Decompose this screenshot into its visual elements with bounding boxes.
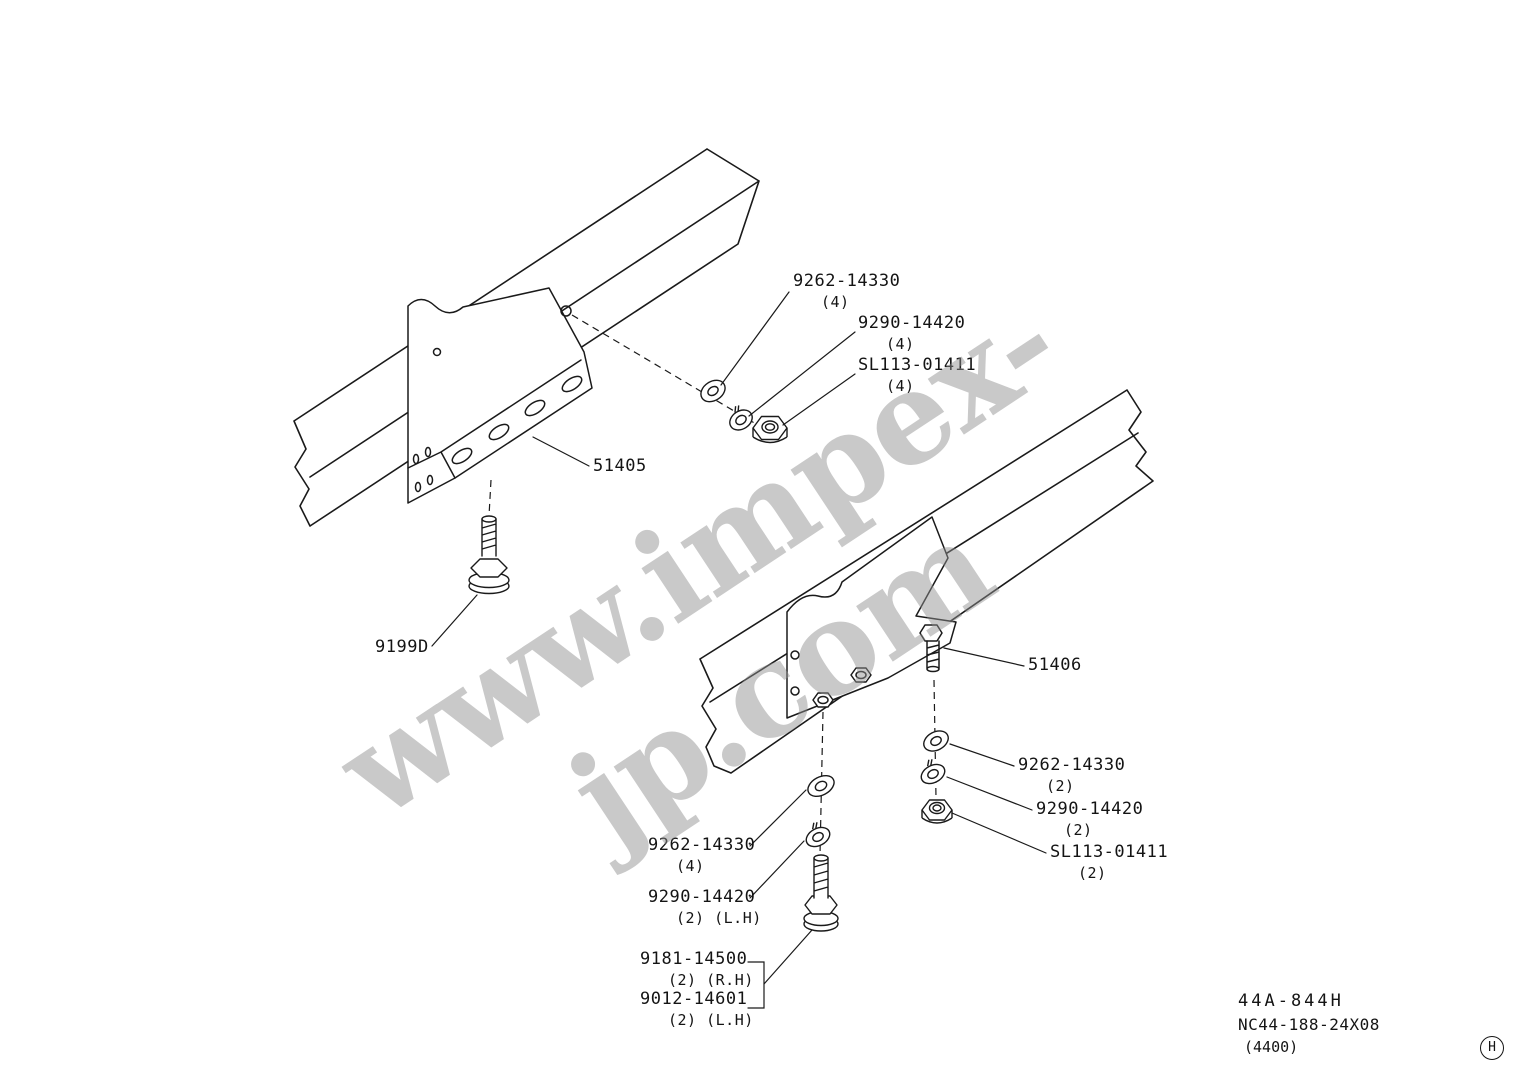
part-number: 9290-14420 (648, 887, 756, 907)
bracket-stud-icon (919, 624, 943, 673)
bracket-51405-drawing (407, 287, 593, 504)
figure-code: 44A-844H (1238, 991, 1344, 1011)
spring-washer-center-drawing (805, 822, 831, 848)
part-number: 51405 (593, 456, 647, 476)
part-qty: (2) (1064, 821, 1093, 839)
part-number: 9012-14601 (640, 989, 748, 1009)
hex-nut-upper-drawing (752, 415, 788, 444)
part-label: 9262-14330 (4) (648, 836, 755, 876)
part-qty: (4) (886, 377, 915, 395)
spring-washer-lower-drawing (920, 759, 946, 785)
part-number: 9290-14420 (858, 313, 966, 333)
spring-washer-upper-drawing (729, 405, 753, 431)
flat-washer-center-drawing (807, 774, 835, 798)
footer-codes: 44A-844H NC44-188-24X08 (4400) (1238, 991, 1380, 1057)
bolt-9199d-drawing (468, 515, 510, 595)
part-number: 9290-14420 (1036, 799, 1144, 819)
part-number: SL113-01411 (1050, 842, 1169, 862)
part-number: 51406 (1028, 655, 1082, 675)
part-number: 9262-14330 (793, 271, 901, 291)
part-label: 51405 (593, 457, 647, 476)
part-label: 9262-14330 (4) (793, 272, 900, 312)
part-label: 9290-14420 (4) (858, 314, 965, 354)
page-mark-letter: H (1488, 1040, 1496, 1055)
part-number: 9262-14330 (648, 835, 756, 855)
leader-lines (431, 291, 1047, 1009)
flat-washer-upper-drawing (700, 379, 726, 403)
part-qty: (2) (L.H) (668, 1011, 754, 1029)
part-qty: (2) (1078, 864, 1107, 882)
part-label: 9199D (375, 638, 429, 657)
bolt-lower-drawing (803, 854, 839, 932)
part-number: 9262-14330 (1018, 755, 1126, 775)
part-number: SL113-01411 (858, 355, 977, 375)
part-qty: (2) (1046, 777, 1075, 795)
hex-nut-lower-drawing (921, 799, 953, 824)
part-label: 9262-14330 (2) (1018, 756, 1125, 796)
bracket-51406-drawing (786, 516, 957, 719)
part-label: 9290-14420 (2) (L.H) (648, 888, 762, 928)
part-qty: (4) (676, 857, 705, 875)
part-number: 9181-14500 (640, 949, 748, 969)
page-mark-badge: H (1480, 1036, 1504, 1060)
part-label: SL113-01411 (2) (1050, 843, 1168, 883)
part-label: 9290-14420 (2) (1036, 800, 1143, 840)
part-number: 9199D (375, 637, 429, 657)
part-label: 9181-14500 (2) (R.H) (640, 950, 754, 990)
catalog-code: NC44-188-24X08 (1238, 1015, 1380, 1034)
group-code: (4400) (1244, 1038, 1299, 1056)
part-qty: (2) (L.H) (676, 909, 762, 927)
part-label: 51406 (1028, 656, 1082, 675)
bracket-bolt-head-icon (812, 692, 834, 708)
flat-washer-lower-drawing (923, 730, 949, 752)
part-label: 9012-14601 (2) (L.H) (640, 990, 754, 1030)
part-qty: (4) (821, 293, 850, 311)
part-qty: (2) (R.H) (668, 971, 754, 989)
bracket-bolt-head-icon (850, 667, 872, 683)
part-qty: (4) (886, 335, 915, 353)
part-label: SL113-01411 (4) (858, 356, 976, 396)
